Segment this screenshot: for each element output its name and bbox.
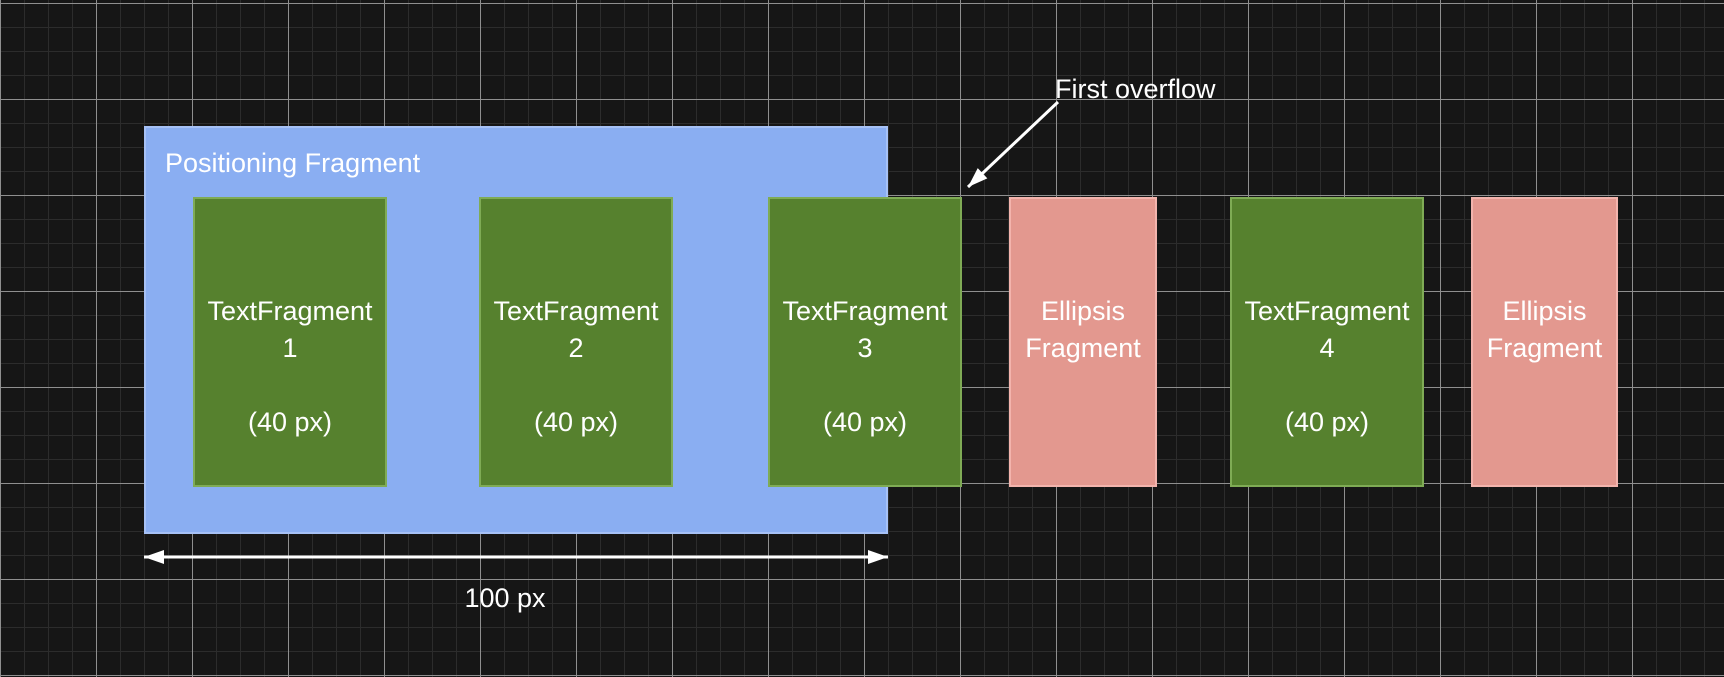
blank-line xyxy=(1232,367,1422,404)
text-fragment-4-text: TextFragment 4 (40 px) xyxy=(1232,199,1422,441)
fragment-size: (40 px) xyxy=(533,407,619,437)
ellipsis-fragment-1-box[interactable]: Ellipsis Fragment xyxy=(1009,197,1157,487)
text-fragment-1-box[interactable]: TextFragment 1 (40 px) xyxy=(193,197,387,487)
fragment-label: TextFragment xyxy=(782,296,948,326)
text-fragment-3-text: TextFragment 3 (40 px) xyxy=(770,199,960,441)
fragment-index: 1 xyxy=(282,333,298,363)
fragment-index: 3 xyxy=(857,333,873,363)
blank-line xyxy=(481,367,671,404)
blank-line xyxy=(770,367,960,404)
fragment-label: TextFragment xyxy=(207,296,373,326)
ellipsis-fragment-1-text: Ellipsis Fragment xyxy=(1025,296,1141,363)
fragment-index: 2 xyxy=(568,333,584,363)
fragment-index: 4 xyxy=(1319,333,1335,363)
ellipsis-fragment-2-text: Ellipsis Fragment xyxy=(1486,296,1603,363)
text-fragment-2-text: TextFragment 2 (40 px) xyxy=(481,199,671,441)
text-fragment-1-text: TextFragment 1 (40 px) xyxy=(195,199,385,441)
fragment-label: TextFragment xyxy=(493,296,659,326)
blank-line xyxy=(195,367,385,404)
text-fragment-4-box[interactable]: TextFragment 4 (40 px) xyxy=(1230,197,1424,487)
fragment-size: (40 px) xyxy=(822,407,908,437)
text-fragment-3-box[interactable]: TextFragment 3 (40 px) xyxy=(768,197,962,487)
ellipsis-fragment-2-box[interactable]: Ellipsis Fragment xyxy=(1471,197,1618,487)
fragment-label: TextFragment xyxy=(1244,296,1410,326)
positioning-fragment-label: Positioning Fragment xyxy=(165,148,421,178)
text-fragment-2-box[interactable]: TextFragment 2 (40 px) xyxy=(479,197,673,487)
fragment-size: (40 px) xyxy=(1284,407,1370,437)
first-overflow-label[interactable]: First overflow xyxy=(1055,74,1216,104)
width-dimension-label[interactable]: 100 px xyxy=(464,583,546,613)
first-overflow-arrow[interactable] xyxy=(966,100,1060,189)
fragment-size: (40 px) xyxy=(247,407,333,437)
